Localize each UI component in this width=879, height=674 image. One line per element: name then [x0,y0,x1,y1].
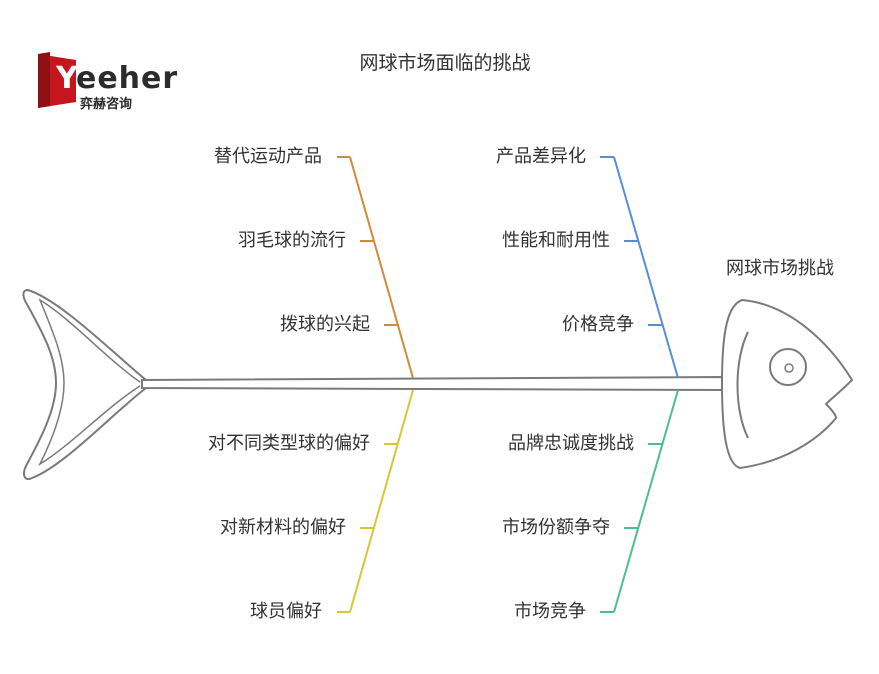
fish-head [720,298,854,470]
cause-label-bottom-left-3: 球员偏好 [250,601,322,622]
fish-pupil [784,363,794,373]
fish-tail-inner [38,298,141,466]
cause-label-top-left-1: 替代运动产品 [214,146,322,167]
fish-tail [22,288,147,480]
fish-head-label: 网球市场挑战 [726,258,834,279]
branch-bottom-right [600,389,679,613]
cause-label-top-right-2: 性能和耐用性 [502,230,610,251]
yeeher-logo: Yeeher 弈赫咨询 [36,50,177,114]
cause-label-bottom-right-2: 市场份额争夺 [502,517,610,538]
cause-label-bottom-right-1: 品牌忠诚度挑战 [508,433,634,454]
cause-label-top-right-3: 价格竞争 [562,314,634,335]
branch-bottom-left [337,389,414,613]
branch-top-left [337,156,414,379]
fish-eye [769,348,807,386]
diagram-title: 网球市场面临的挑战 [359,52,531,74]
cause-label-top-left-2: 羽毛球的流行 [238,230,346,251]
cause-label-bottom-left-2: 对新材料的偏好 [220,517,346,538]
cause-label-top-left-3: 拨球的兴起 [280,314,370,335]
logo-mark-icon [38,52,76,108]
cause-label-bottom-right-3: 市场竞争 [514,601,586,622]
fish-gill [736,331,749,439]
cause-label-top-right-1: 产品差异化 [496,146,586,167]
logo-wordmark: Yeeher [56,61,179,96]
cause-label-bottom-left-1: 对不同类型球的偏好 [208,433,370,454]
branch-top-right [600,156,679,379]
fish-spine [141,375,723,392]
logo-subtitle: 弈赫咨询 [80,97,133,112]
